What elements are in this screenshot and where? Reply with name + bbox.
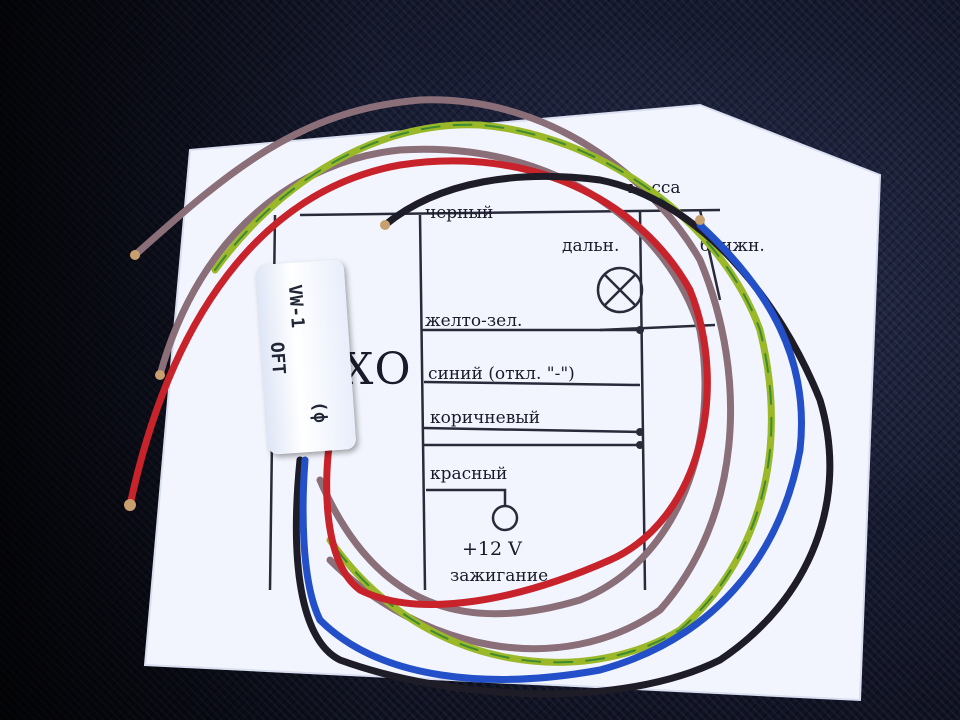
yellow-stripe bbox=[214, 123, 773, 664]
label-far: дальн. bbox=[562, 236, 620, 256]
wire-ends bbox=[124, 215, 705, 511]
red-wire bbox=[126, 157, 711, 608]
label-blue: синий (откл. "-") bbox=[428, 364, 575, 384]
module-label-extra: (ф bbox=[308, 400, 331, 424]
lamp bbox=[596, 266, 644, 314]
label-black: черный bbox=[425, 203, 494, 223]
label-yellow-green: желто-зел. bbox=[425, 311, 523, 331]
module-label-code: OFT bbox=[265, 341, 290, 376]
brown-wire-1 bbox=[131, 96, 735, 653]
black-wire bbox=[292, 172, 834, 698]
label-ignition: зажигание bbox=[450, 566, 549, 586]
blue-wire bbox=[299, 221, 805, 683]
brown-wire-2 bbox=[156, 145, 709, 618]
wiring-module: VW-1 OFT (ф bbox=[255, 259, 357, 455]
label-12v: +12 V bbox=[462, 538, 522, 560]
label-brown: коричневый bbox=[430, 408, 541, 428]
label-xo: XO bbox=[342, 344, 413, 395]
label-red: красный bbox=[430, 464, 508, 484]
terminal bbox=[491, 504, 519, 532]
module-label-model: VW-1 bbox=[283, 283, 308, 329]
